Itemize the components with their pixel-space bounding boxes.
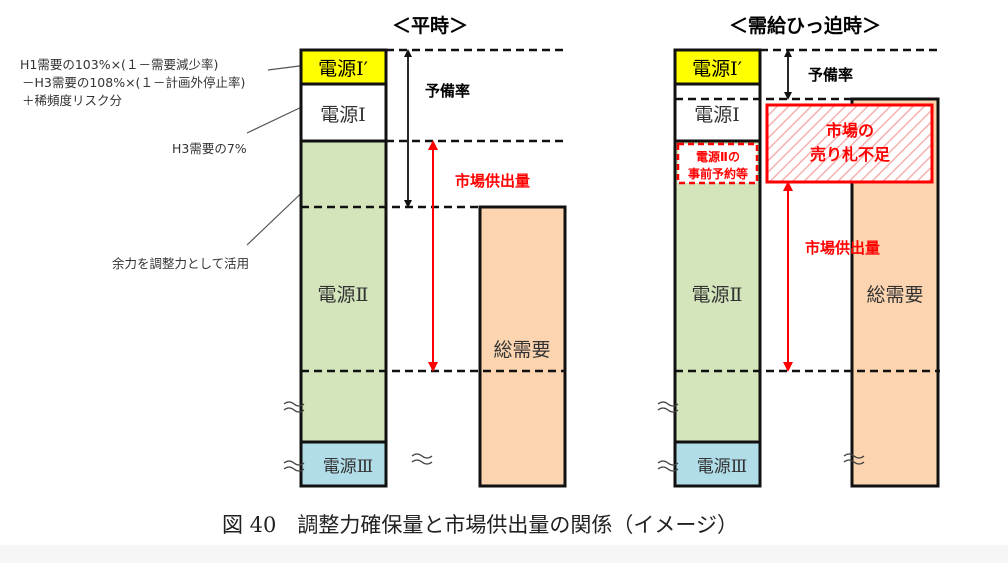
source-1-prime-block (673, 48, 762, 86)
source-3-block (299, 440, 388, 488)
market-supply-label-tight: 市場供出量 (805, 239, 880, 257)
source-1-label: 電源Ⅰ (694, 104, 740, 126)
formula-line-2: －H3需要の108%×(１－計画外停止率) (22, 75, 245, 90)
panel-title-tight: ＜需給ひっ迫時＞ (729, 14, 881, 37)
source-1-label: 電源Ⅰ (320, 104, 366, 126)
annotations: H1需要の103%×(１－需要減少率) －H3需要の108%×(１－計画外停止率… (20, 57, 313, 271)
formula-line-3: ＋稀頻度リスク分 (22, 93, 122, 108)
reserve-rate-label-normal: 予備率 (425, 82, 470, 100)
source-3-label: 電源Ⅲ (323, 457, 373, 477)
market-shortage-line-1: 市場の (826, 121, 874, 140)
source-2-reserved-box (676, 142, 759, 185)
break-mark-icon (657, 401, 679, 413)
source-2-label: 電源Ⅱ (318, 284, 369, 306)
total-demand-label-normal: 総需要 (493, 339, 550, 361)
total-demand-block-normal (478, 205, 567, 488)
source-2-label: 電源Ⅱ (692, 284, 743, 306)
break-mark-icon (657, 460, 679, 472)
formula-line-1: H1需要の103%×(１－需要減少率) (20, 57, 218, 72)
source-1-block (673, 82, 762, 143)
caption-strip (0, 545, 1008, 563)
total-demand-label-tight: 総需要 (866, 284, 923, 306)
break-mark-icon (843, 453, 865, 465)
break-mark-icon (283, 401, 305, 413)
break-mark-icon (411, 453, 433, 465)
surplus-label: 余力を調整力として活用 (112, 256, 249, 271)
stack-tight: 電源Ⅰ′ 電源Ⅰ 電源Ⅱの 事前予約等 電源Ⅱ 電源Ⅲ (673, 48, 762, 488)
market-shortage-line-2: 売り札不足 (810, 145, 891, 164)
source-3-block (673, 440, 762, 488)
source-1-prime-block (299, 48, 388, 86)
panel-title-normal: ＜平時＞ (392, 15, 468, 37)
source-3-label: 電源Ⅲ (697, 457, 747, 477)
source-2-reserved-line-2: 事前予約等 (688, 166, 748, 181)
leader-line (246, 103, 309, 134)
h3-7pct-label: H3需要の7% (172, 141, 247, 156)
reserve-rate-label-tight: 予備率 (808, 66, 853, 84)
break-mark-icon (283, 460, 305, 472)
source-2-reserved-line-1: 電源Ⅱの (696, 149, 740, 164)
source-1-prime-label: 電源Ⅰ′ (318, 58, 368, 80)
source-1-prime-label: 電源Ⅰ′ (692, 58, 742, 80)
market-supply-label-normal: 市場供出量 (455, 172, 530, 190)
source-1-block (299, 82, 388, 143)
market-shortage-box (765, 103, 934, 184)
stack-normal: 電源Ⅰ′ 電源Ⅰ 電源Ⅱ 電源Ⅲ (299, 48, 388, 488)
figure-caption: 図 40 調整力確保量と市場供出量の関係（イメージ） (222, 513, 738, 537)
